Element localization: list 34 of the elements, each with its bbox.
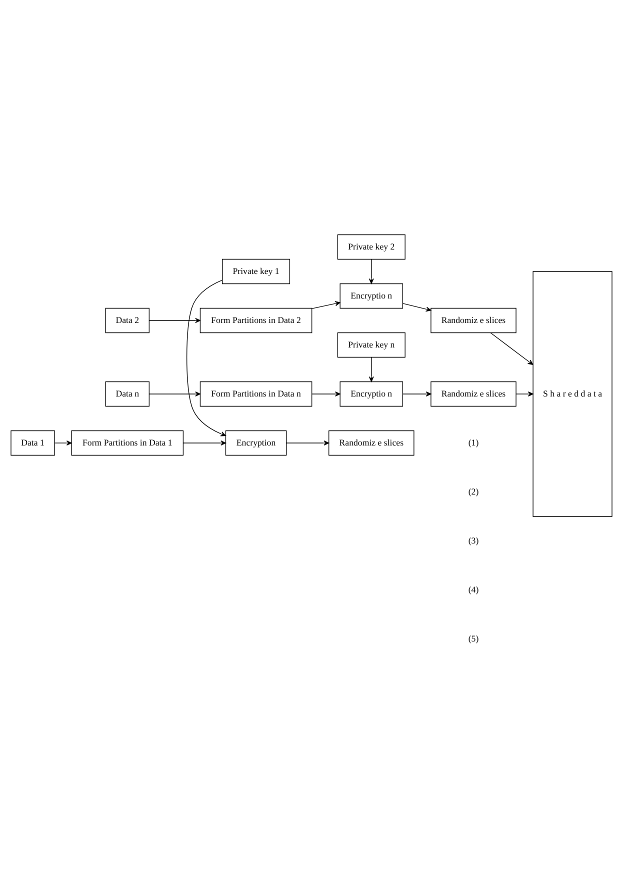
arrow <box>516 391 534 396</box>
arrow <box>312 300 340 308</box>
node-box: Encryptio n <box>340 380 404 406</box>
node-box: Form Partitions in Data 1 <box>71 430 184 456</box>
arrow <box>368 356 374 382</box>
node-box: Data 2 <box>105 307 150 333</box>
arrow <box>402 302 432 312</box>
node-box: Data n <box>105 380 150 406</box>
label: (1) <box>468 436 479 447</box>
label: (5) <box>468 632 479 643</box>
label: (3) <box>468 534 479 545</box>
node-box: Form Partitions in Data n <box>200 380 312 406</box>
arrow <box>368 258 374 284</box>
node-box: S h a r e d d a t a <box>532 270 612 516</box>
arrow <box>183 440 226 445</box>
node-box: Private key 1 <box>222 258 290 284</box>
node-box: Randomiz e slices <box>328 430 414 456</box>
node-box: Form Partitions in Data 2 <box>200 307 312 333</box>
node-box: Data 1 <box>10 430 55 456</box>
arrow <box>54 440 72 445</box>
arrow <box>149 318 201 322</box>
label: (4) <box>468 584 479 594</box>
node-box: Randomiz e slices <box>430 380 516 406</box>
arrow <box>402 391 432 396</box>
node-box: Encryption <box>225 430 287 456</box>
arrow <box>312 391 340 396</box>
arrow <box>286 440 330 445</box>
label: (2) <box>468 486 479 496</box>
arrow <box>490 332 534 364</box>
arrow <box>149 391 201 396</box>
node-box: Encryptio n <box>340 282 404 308</box>
node-box: Private key 2 <box>337 234 406 260</box>
node-box: Private key n <box>337 332 406 358</box>
node-box: Randomiz e slices <box>430 307 516 333</box>
